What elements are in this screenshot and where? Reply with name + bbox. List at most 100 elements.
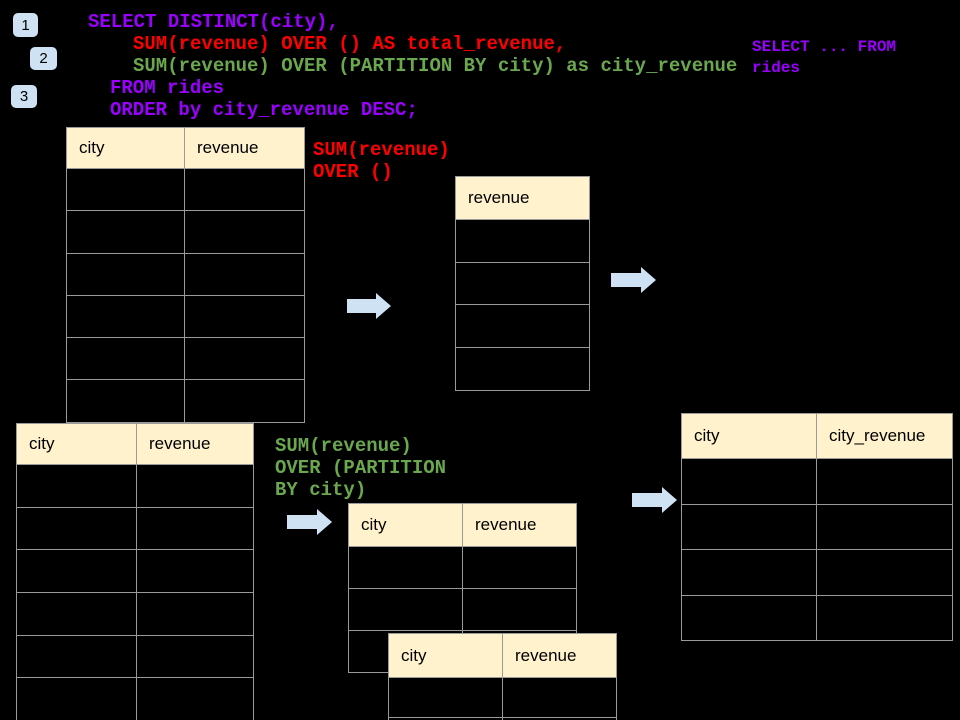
table-cell (185, 338, 304, 379)
flow-arrow-to-result (632, 487, 677, 513)
column-header: revenue (137, 424, 253, 464)
arrow-head (317, 509, 332, 535)
column-header: revenue (503, 634, 616, 677)
column-header: revenue (456, 177, 589, 219)
table-cell (456, 305, 589, 347)
table-cell (389, 718, 503, 720)
side-note-line-2: rides (752, 59, 801, 77)
table-cell (185, 254, 304, 295)
column-header: city (17, 424, 137, 464)
table-row (67, 337, 304, 380)
arrow-shaft (347, 299, 376, 313)
table-cell (463, 547, 576, 588)
column-header: revenue (185, 128, 304, 168)
table-cell (67, 295, 185, 338)
table-cell (456, 348, 589, 390)
table-cell (682, 595, 817, 640)
table-row (682, 503, 952, 550)
table-row (17, 634, 253, 678)
arrow-head (641, 267, 656, 293)
table-cell (456, 263, 589, 305)
table-row (456, 304, 589, 347)
table-cell (503, 678, 616, 717)
arrow-shaft (611, 273, 641, 287)
table-cell (137, 465, 253, 507)
table-row (17, 592, 253, 635)
table-row (17, 506, 253, 550)
table-cell (185, 380, 304, 421)
flow-arrow-from-total (611, 267, 656, 293)
table-cell (682, 459, 817, 504)
table-cell (817, 596, 952, 641)
table-row (389, 677, 616, 717)
sql-line-order: ORDER by city_revenue DESC; (110, 99, 418, 121)
arrow-head (376, 293, 391, 319)
table-cell (349, 547, 463, 588)
table-total-revenue: revenue (455, 176, 590, 391)
table-cell (682, 504, 817, 549)
table-cell (817, 505, 952, 550)
flow-arrow-to-partition (287, 509, 332, 535)
table-row (349, 588, 576, 630)
step-badge-3: 3 (11, 85, 37, 108)
label-total-line-1: SUM(revenue) (313, 139, 450, 161)
table-cell (67, 169, 185, 211)
table-row (17, 464, 253, 507)
side-note-code: SELECT ... FROM rides (752, 37, 896, 79)
table-row (67, 252, 304, 295)
label-partition-line-2: OVER (PARTITION (275, 457, 447, 479)
column-header: city (389, 634, 503, 677)
table-cell (137, 550, 253, 592)
step-badge-2: 2 (30, 47, 57, 70)
table-row (682, 458, 952, 504)
table-cell (137, 636, 253, 678)
sql-line-from: FROM rides (110, 77, 225, 99)
column-header: city_revenue (817, 414, 952, 458)
table-header-row: revenue (456, 177, 589, 219)
sql-line-sum-total: SUM(revenue) OVER () AS total_revenue, (133, 33, 567, 55)
table-cell (67, 211, 185, 253)
table-cell (137, 678, 253, 720)
label-total-line-2: OVER () (313, 161, 393, 183)
column-header: city (67, 128, 185, 168)
arrow-head (662, 487, 677, 513)
table-cell (682, 550, 817, 595)
side-note-line-1: SELECT ... FROM (752, 38, 897, 56)
table-cell (185, 211, 304, 252)
table-row (349, 546, 576, 588)
table-cell (17, 678, 137, 720)
arrow-shaft (287, 515, 317, 529)
arrow-shaft (632, 493, 662, 507)
table-cell (17, 465, 137, 507)
flow-arrow-to-total (347, 293, 391, 319)
table-cell (17, 593, 137, 635)
table-cell (67, 253, 185, 295)
table-cell (185, 169, 304, 210)
table-row (67, 379, 304, 422)
sql-line-select: SELECT DISTINCT(city), (88, 11, 339, 33)
sql-line-sum-partition: SUM(revenue) OVER (PARTITION BY city) as… (133, 55, 738, 77)
sql-query-code: SELECT DISTINCT(city), SUM(revenue) OVER… (88, 11, 737, 121)
table-cell (67, 338, 185, 380)
column-header: city (349, 504, 463, 546)
step-badge-1: 1 (13, 13, 38, 37)
window-fn-label-partition: SUM(revenue) OVER (PARTITION BY city) (275, 435, 446, 501)
column-header: city (682, 414, 817, 458)
table-row (67, 210, 304, 253)
table-row (456, 261, 589, 305)
table-cell (185, 296, 304, 337)
table-cell (137, 508, 253, 550)
table-cell (463, 589, 576, 630)
table-cell (349, 589, 463, 630)
table-cell (456, 220, 589, 262)
table-cell (17, 635, 137, 678)
column-header: revenue (463, 504, 576, 546)
